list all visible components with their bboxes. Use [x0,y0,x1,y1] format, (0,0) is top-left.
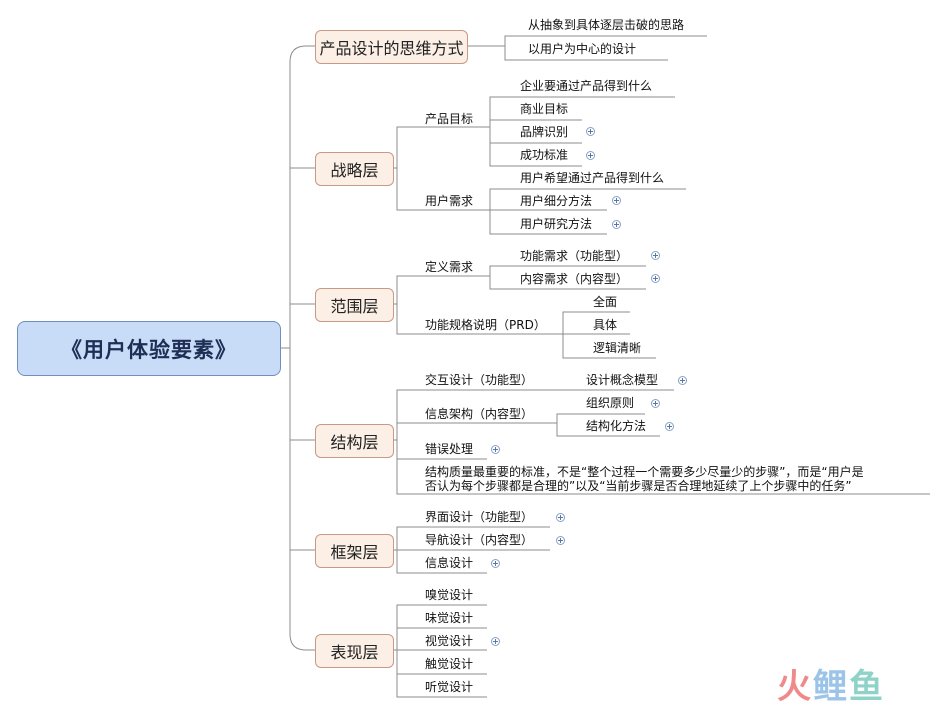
expand-icon[interactable] [586,151,595,160]
node-structure-quality-note[interactable]: 结构质量最重要的标准，不是“整个过程一个需要多少尽量少的步骤”，而是“用户是 否… [425,465,935,493]
topic-strategy-layer[interactable]: 战略层 [315,152,394,186]
node-organizing-principles[interactable]: 组织原则 [586,396,635,410]
node-touch-design[interactable]: 触觉设计 [425,657,474,671]
logo-char-3: 鱼 [849,667,885,707]
connector-n8-n11 [489,210,607,235]
expand-icon[interactable] [651,274,660,283]
node-success-metrics[interactable]: 成功标准 [520,148,569,162]
connector-t2-n3 [394,126,490,169]
expand-icon[interactable] [556,536,565,545]
connector-t4-n19 [394,389,674,441]
node-navigation-design[interactable]: 导航设计（内容型） [425,533,534,547]
node-error-handling[interactable]: 错误处理 [425,442,474,456]
node-user-centered-design[interactable]: 以用户为中心的设计 [528,42,637,56]
node-user-research[interactable]: 用户研究方法 [520,217,593,231]
connector-n8-n9 [489,188,686,210]
expand-icon[interactable] [491,637,500,646]
node-visual-design[interactable]: 视觉设计 [425,634,474,648]
connector-t4-n25 [396,440,930,495]
expand-icon[interactable] [612,220,621,229]
node-abstract-to-concrete[interactable]: 从抽象到具体逐层击破的思路 [528,18,685,32]
node-functional-spec[interactable]: 功能规格说明（PRD） [425,318,546,332]
watermark-logo: 火鲤鱼 [777,666,927,708]
node-comprehensive[interactable]: 全面 [593,295,618,309]
expand-icon[interactable] [678,376,687,385]
connector-n3-n4 [489,96,675,127]
node-conceptual-model[interactable]: 设计概念模型 [586,373,659,387]
expand-icon[interactable] [491,445,500,454]
logo-char-2: 鲤 [813,667,849,707]
node-taste-design[interactable]: 味觉设计 [425,611,474,625]
expand-icon[interactable] [586,127,595,136]
node-what-users-want[interactable]: 用户希望通过产品得到什么 [520,171,665,185]
connector-t1-n2 [504,46,668,61]
node-hearing-design[interactable]: 听觉设计 [425,680,474,694]
node-what-business-wants[interactable]: 企业要通过产品得到什么 [520,79,653,93]
node-define-requirements[interactable]: 定义需求 [425,260,474,274]
connector-n12-n13 [489,265,646,276]
connector-t2-n8 [396,168,490,211]
note-line-1: 结构质量最重要的标准，不是“整个过程一个需要多少尽量少的步骤”，而是“用户是 [425,465,864,479]
node-user-needs[interactable]: 用户需求 [425,194,474,208]
logo-text: 火鲤鱼 [777,667,885,707]
connector-t5-n28 [396,550,487,574]
connector-n12-n14 [489,276,646,290]
expand-icon[interactable] [612,196,621,205]
connector-t3-n15 [396,304,563,335]
logo-char-1: 火 [777,667,813,707]
expand-icon[interactable] [651,251,660,260]
node-functional-requirements[interactable]: 功能需求（功能型） [520,249,629,263]
expand-icon[interactable] [491,559,500,568]
topic-scope-layer[interactable]: 范围层 [315,288,394,322]
expand-icon[interactable] [651,399,660,408]
node-product-goals[interactable]: 产品目标 [425,112,474,126]
node-user-segmentation[interactable]: 用户细分方法 [520,194,593,208]
node-logically-clear[interactable]: 逻辑清晰 [593,341,642,355]
connector-root-t1 [281,45,315,349]
root-topic[interactable]: 《用户体验要素》 [17,321,281,376]
node-brand-identity[interactable]: 品牌识别 [520,125,569,139]
topic-skeleton-layer[interactable]: 框架层 [315,534,394,568]
connector-n15-n16 [562,311,630,334]
topic-surface-layer[interactable]: 表现层 [315,634,394,668]
node-information-design[interactable]: 信息设计 [425,556,474,570]
topic-structure-layer[interactable]: 结构层 [315,424,394,458]
node-smell-design[interactable]: 嗅觉设计 [425,588,474,602]
node-interaction-design[interactable]: 交互设计（功能型） [425,373,534,387]
connector-n3-n7 [489,143,582,167]
node-specific[interactable]: 具体 [593,318,618,332]
connector-t4-n21 [396,422,557,440]
note-line-2: 否认为每个步骤都是合理的”以及“当前步骤是否合理地延续了上个步骤中的任务” [425,479,852,493]
connector-n21-n22 [556,413,645,423]
connector-root-t6 [289,348,315,651]
connector-n15-n18 [562,334,656,359]
topic-design-thinking[interactable]: 产品设计的思维方式 [315,30,468,64]
node-interface-design[interactable]: 界面设计（功能型） [425,510,534,524]
connector-t3-n12 [394,275,490,305]
node-content-requirements[interactable]: 内容需求（内容型） [520,272,629,286]
connector-t1-n1 [468,35,707,47]
connector-t6-n33 [396,674,487,698]
expand-icon[interactable] [665,422,674,431]
node-information-architecture[interactable]: 信息架构（内容型） [425,407,534,421]
node-business-goals[interactable]: 商业目标 [520,102,569,116]
node-structuring-methods[interactable]: 结构化方法 [586,419,647,433]
connector-n21-n23 [556,423,660,437]
connector-t5-n26 [394,526,550,551]
expand-icon[interactable] [556,513,565,522]
